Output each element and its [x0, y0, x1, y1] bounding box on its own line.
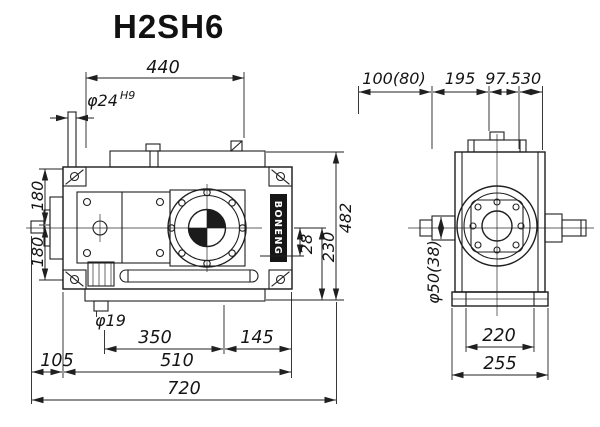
plan-top-shaft [67, 111, 77, 168]
dim-482: 482 [336, 203, 355, 234]
plan-corner-pads [62, 166, 293, 290]
dim-105: 105 [40, 351, 73, 371]
dim-230: 230 [319, 232, 338, 263]
dim-195: 195 [445, 69, 476, 88]
plan-bottom-details [87, 261, 259, 312]
end-output-shaft [544, 213, 587, 243]
dim-bore-tolerance: H9 [120, 89, 135, 102]
plan-view: BONENG [26, 111, 293, 312]
dim-510: 510 [160, 351, 193, 371]
dim-440: 440 [146, 58, 179, 78]
dim-shaft-50-38: φ50(38) [424, 240, 443, 304]
dim-180-upper: 180 [28, 181, 47, 212]
plan-output-flange [167, 188, 247, 268]
dim-145: 145 [240, 328, 273, 348]
dimension-lines [31, 72, 549, 404]
end-flange [456, 185, 538, 267]
shaft-axis-symbol [207, 209, 226, 228]
dim-720: 720 [167, 379, 200, 399]
drawing-title: H2SH6 [113, 8, 224, 45]
dim-350: 350 [138, 328, 171, 348]
dim-drain-19: φ19 [95, 311, 126, 330]
end-base [451, 291, 549, 307]
dim-30: 30 [521, 69, 541, 88]
dim-180-lower: 180 [28, 237, 47, 268]
brand-label: BONENG [272, 201, 283, 256]
dim-255: 255 [483, 354, 516, 374]
dimension-labels: 440 φ24 H9 180 180 482 230 28 φ19 350 14… [28, 58, 541, 399]
dim-100-80: 100(80) [362, 69, 425, 88]
dim-28: 28 [297, 234, 316, 254]
dim-220: 220 [482, 326, 515, 346]
dim-97-5: 97.5 [485, 69, 521, 88]
drain-stub [93, 300, 109, 312]
brand-badge: BONENG [270, 194, 287, 262]
end-input-shaft [419, 215, 456, 241]
end-view [408, 131, 594, 316]
dim-bore-24: φ24 [87, 91, 118, 110]
plan-bearing-plate [76, 191, 171, 264]
